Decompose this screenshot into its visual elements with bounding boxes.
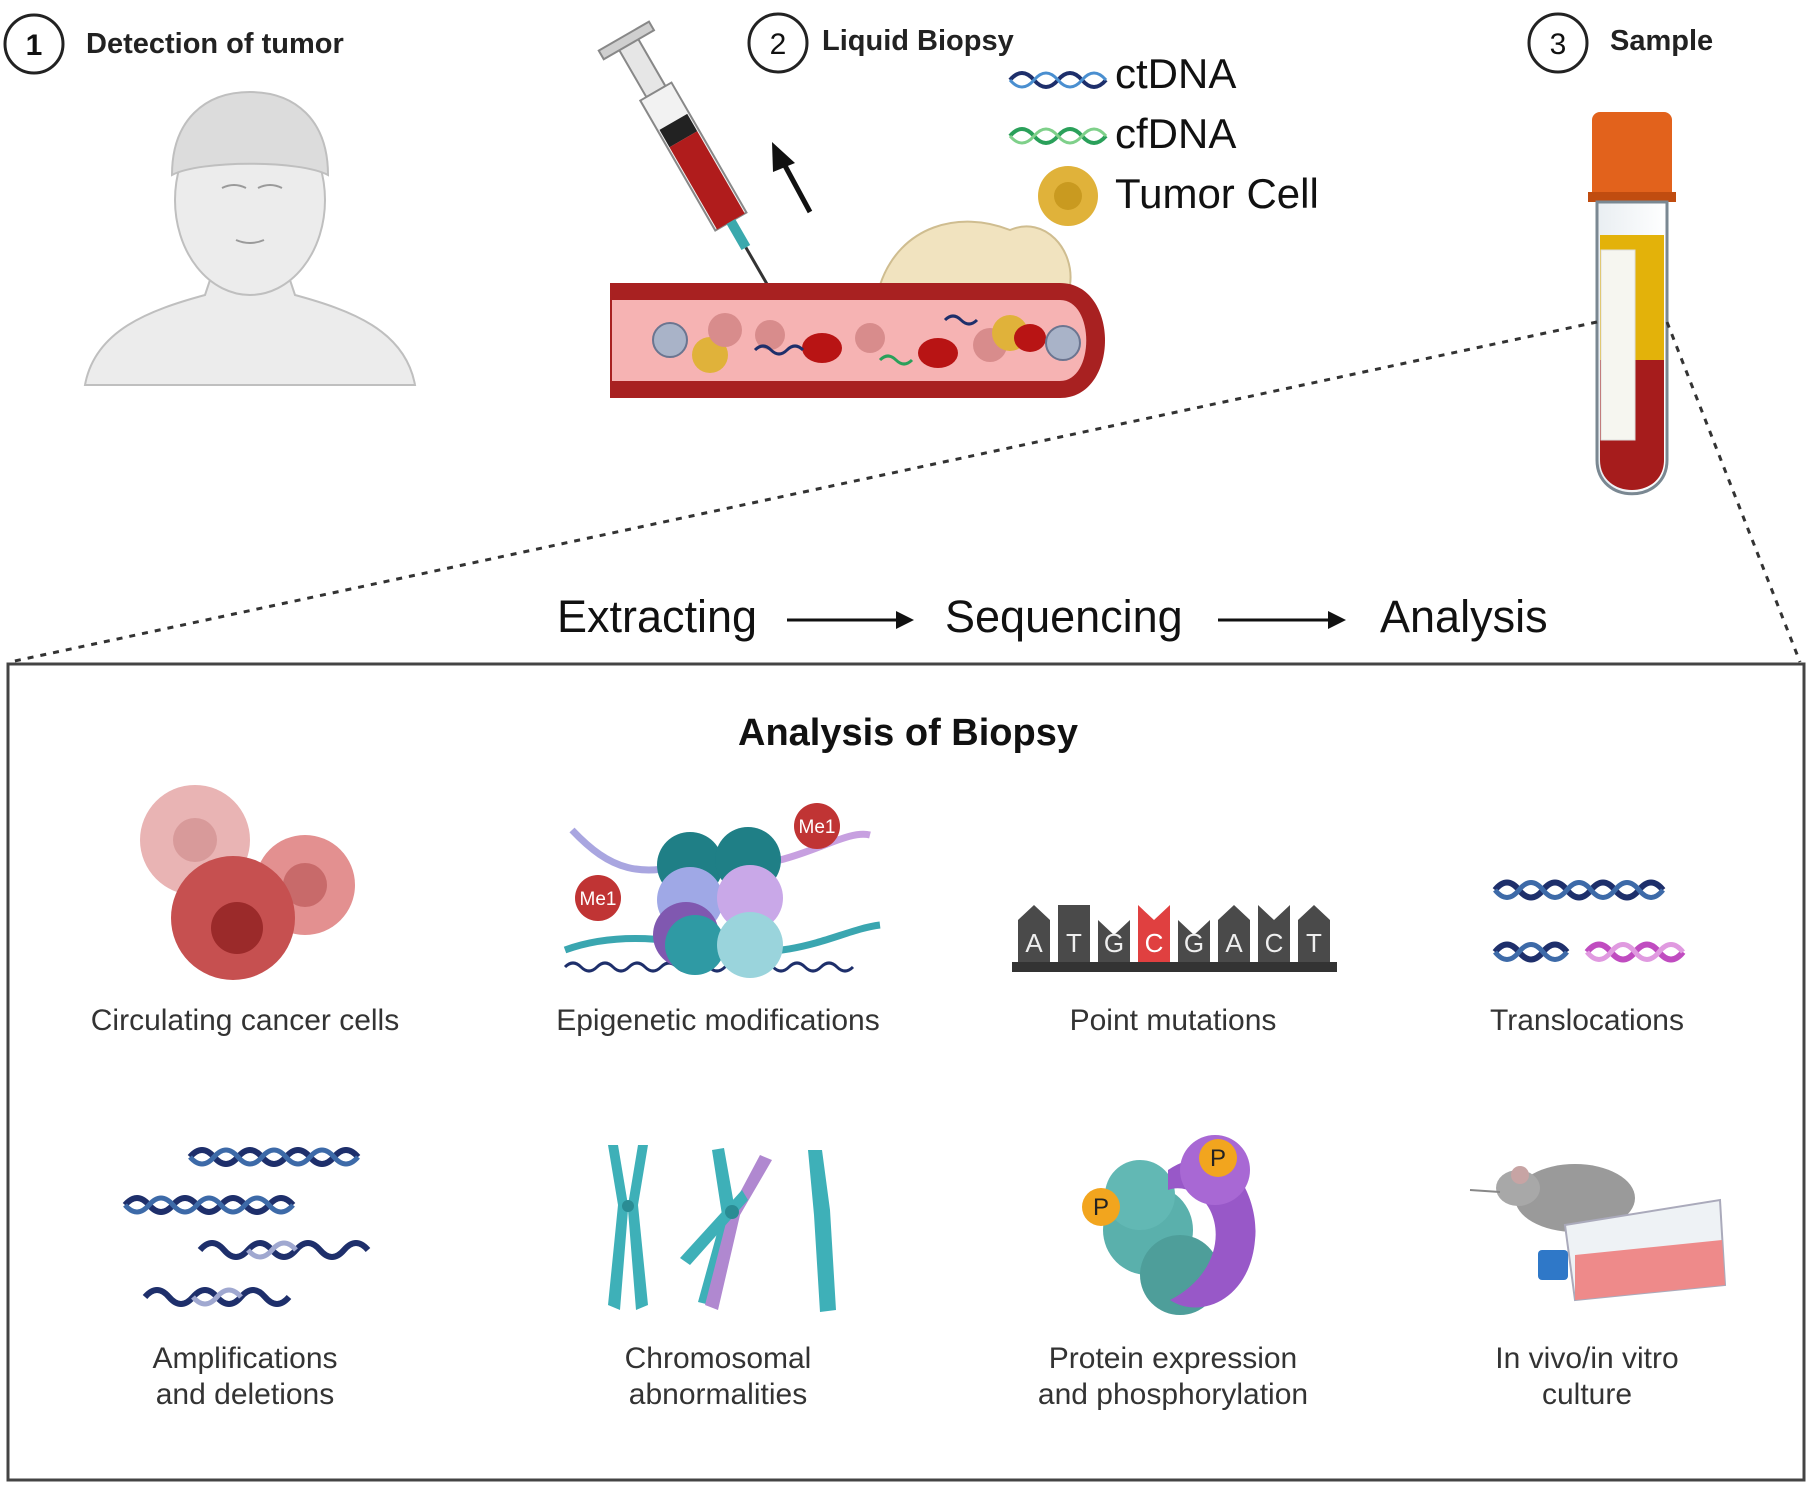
tumor-cell-icon bbox=[1038, 166, 1098, 226]
legend-tumor-cell: Tumor Cell bbox=[1115, 170, 1319, 217]
chromosomal-abnormalities-icon bbox=[608, 1145, 836, 1312]
step-2-number-circle bbox=[747, 12, 809, 74]
ctdna-icon bbox=[1008, 71, 1108, 89]
legend-cfdna: cfDNA bbox=[1115, 110, 1236, 157]
svg-text:A: A bbox=[1025, 928, 1043, 958]
methyl-tag-label: Me1 bbox=[580, 889, 617, 910]
analysis-panel bbox=[6, 662, 1806, 1482]
step-1-number-circle bbox=[3, 13, 65, 75]
workflow-analysis: Analysis bbox=[1380, 591, 1548, 642]
svg-text:G: G bbox=[1104, 928, 1124, 958]
phospho-tag-label: P bbox=[1210, 1145, 1226, 1172]
label-circulating-cancer-cells: Circulating cancer cells bbox=[91, 1004, 399, 1037]
zoom-lines bbox=[9, 320, 1802, 664]
protein-expression-icon: P P bbox=[1082, 1135, 1256, 1315]
workflow: Extracting Sequencing Analysis bbox=[557, 591, 1548, 642]
step-3-label: Sample bbox=[1610, 25, 1713, 57]
syringe-illustration bbox=[597, 20, 783, 309]
label-protein-line2: and phosphorylation bbox=[1038, 1378, 1308, 1411]
arrow-right-icon bbox=[787, 611, 914, 629]
withdraw-arrow bbox=[772, 142, 813, 214]
phospho-tag-icon bbox=[1199, 1139, 1237, 1177]
step-2-label: Liquid Biopsy bbox=[822, 25, 1014, 57]
methyl-tag-icon bbox=[575, 875, 621, 921]
step-3: 3 Sample bbox=[1527, 12, 1713, 74]
blood-vessel-illustration bbox=[610, 220, 1105, 398]
methyl-tag-label: Me1 bbox=[799, 817, 836, 838]
phospho-tag-icon bbox=[1082, 1188, 1120, 1226]
point-mutations-icon: A T G C G A C T bbox=[1012, 905, 1337, 972]
step-1-label: Detection of tumor bbox=[86, 28, 344, 60]
epigenetic-modifications-icon: Me1 Me1 bbox=[563, 803, 881, 978]
workflow-sequencing: Sequencing bbox=[945, 591, 1183, 642]
label-point-mutations: Point mutations bbox=[1070, 1004, 1277, 1037]
label-amplifications-line2: and deletions bbox=[156, 1378, 334, 1411]
label-protein-line1: Protein expression bbox=[1049, 1342, 1297, 1375]
methyl-tag-icon bbox=[794, 803, 840, 849]
base-tile: C bbox=[1258, 905, 1290, 962]
patient-illustration bbox=[83, 90, 417, 386]
step-3-number-circle bbox=[1527, 12, 1589, 74]
translocations-icon bbox=[1492, 879, 1686, 963]
svg-text:C: C bbox=[1145, 928, 1164, 958]
base-tile: A bbox=[1018, 905, 1050, 962]
svg-text:T: T bbox=[1306, 928, 1322, 958]
workflow-extracting: Extracting bbox=[557, 591, 757, 642]
phospho-tag-label: P bbox=[1093, 1194, 1109, 1221]
svg-text:T: T bbox=[1066, 928, 1082, 958]
base-tile: T bbox=[1058, 905, 1090, 962]
legend: ctDNA cfDNA Tumor Cell bbox=[1008, 50, 1319, 226]
step-2: 2 Liquid Biopsy bbox=[747, 12, 1014, 74]
label-chromosomal-line1: Chromosomal bbox=[625, 1342, 812, 1375]
step-1: 1 Detection of tumor bbox=[3, 13, 344, 75]
step-1-number: 1 bbox=[26, 29, 43, 62]
svg-text:C: C bbox=[1265, 928, 1284, 958]
culture-icon bbox=[1469, 1164, 1727, 1302]
label-chromosomal-line2: abnormalities bbox=[629, 1378, 807, 1411]
base-tile: G bbox=[1178, 920, 1210, 962]
step-2-number: 2 bbox=[770, 28, 787, 61]
base-tile: G bbox=[1098, 920, 1130, 962]
label-epigenetic-modifications: Epigenetic modifications bbox=[556, 1004, 880, 1037]
arrow-right-icon bbox=[1218, 611, 1346, 629]
cfdna-icon bbox=[1008, 127, 1108, 145]
label-amplifications-line1: Amplifications bbox=[152, 1342, 337, 1375]
amplifications-deletions-icon bbox=[122, 1147, 371, 1307]
svg-text:G: G bbox=[1184, 928, 1204, 958]
label-culture-line2: culture bbox=[1542, 1378, 1632, 1411]
base-tile-mutated: C bbox=[1138, 905, 1170, 962]
step-3-number: 3 bbox=[1550, 28, 1567, 61]
label-translocations: Translocations bbox=[1490, 1004, 1684, 1037]
base-tile: T bbox=[1298, 905, 1330, 962]
base-tile: A bbox=[1218, 905, 1250, 962]
svg-text:A: A bbox=[1225, 928, 1243, 958]
blood-tube-illustration bbox=[1588, 112, 1676, 496]
legend-ctdna: ctDNA bbox=[1115, 50, 1236, 97]
panel-title: Analysis of Biopsy bbox=[738, 712, 1078, 754]
label-culture-line1: In vivo/in vitro bbox=[1495, 1342, 1678, 1375]
circulating-cancer-cells-icon bbox=[140, 785, 355, 980]
